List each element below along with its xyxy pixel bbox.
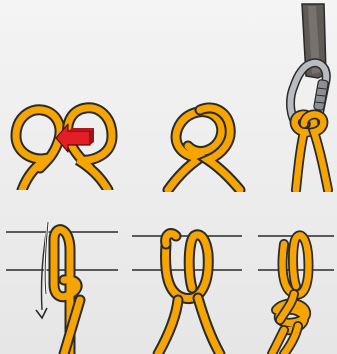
clove-hitch-formed-icon bbox=[158, 96, 250, 192]
step-6-knot-tied bbox=[254, 214, 337, 354]
second-wrap-around-line-icon bbox=[128, 214, 246, 354]
knot-tied-around-line-icon bbox=[254, 214, 337, 354]
step-3-carabiner bbox=[270, 0, 336, 192]
clove-hitch-on-carabiner-icon bbox=[270, 0, 336, 192]
step-4-wrap-line bbox=[0, 214, 122, 354]
clove-hitch-rope-icon bbox=[295, 114, 328, 190]
step-5-second-wrap bbox=[128, 214, 246, 354]
rope-wrap-around-line-icon bbox=[0, 214, 122, 354]
step-2-clove-hitch bbox=[158, 96, 250, 192]
two-loops-overlap-icon bbox=[8, 98, 120, 190]
step-1-two-loops bbox=[8, 98, 120, 190]
